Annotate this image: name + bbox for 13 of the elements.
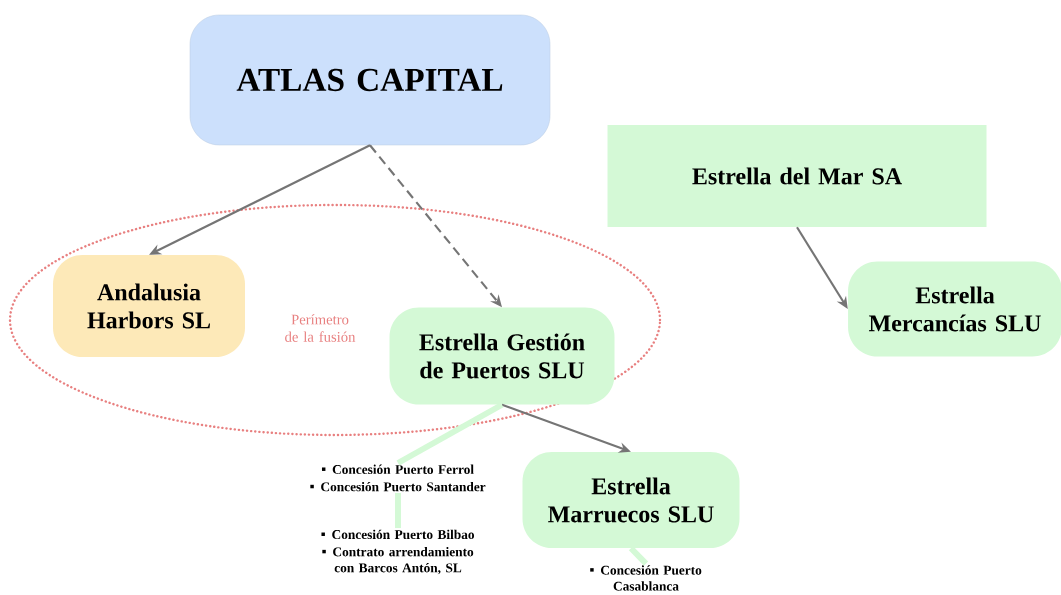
connector-line — [628, 546, 649, 566]
company-box: Andalusia Harbors SL — [53, 255, 245, 357]
bullet-list: Concesión Puerto Casablanca — [590, 565, 702, 591]
company-box: Estrella del Mar SA — [607, 125, 987, 227]
company-box: ATLAS CAPITAL — [189, 14, 551, 146]
company-box: Estrella Mercancías SLU — [848, 261, 1061, 357]
connector-line — [396, 402, 504, 466]
company-box: Estrella Gestión de Puertos SLU — [389, 307, 615, 405]
bullet-list: Concesión Puerto Bilbao Contrato arrendamiento con Barcos Antón, SL — [321, 529, 475, 575]
connector-line — [395, 492, 401, 529]
company-box: Estrella Marruecos SLU — [522, 452, 740, 548]
merger-label: Perímetro de la fusión — [285, 314, 356, 342]
bullet-list: Concesión Puerto Ferrol Concesión Puerto Santander — [310, 464, 486, 492]
